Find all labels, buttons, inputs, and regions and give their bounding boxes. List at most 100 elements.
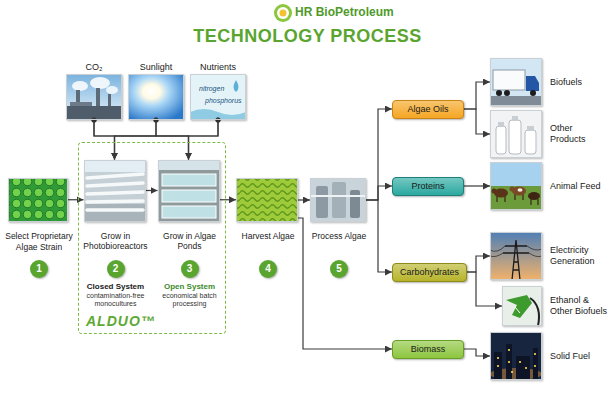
flow-arrow (94, 120, 189, 160)
brand-name: ALDUO™ (86, 313, 156, 329)
nutrient-picture (234, 80, 239, 92)
harvest-picture (236, 178, 298, 222)
company-name: HR BioPetroleum (295, 5, 394, 19)
plant-picture (332, 182, 346, 218)
nutrient-picture (190, 74, 246, 120)
step-caption: Grow in Algae Ponds (156, 231, 224, 252)
cattle-picture (492, 189, 497, 194)
truck-picture (493, 70, 525, 90)
factory-picture (66, 74, 122, 120)
output-tile: Ethanol & Other Biofuels (502, 286, 542, 326)
caption-stack: Select Proprietary Algae Strain1 (2, 231, 76, 278)
step-caption: Harvest Algae (237, 231, 299, 252)
output-tile: Electricity Generation (490, 232, 542, 280)
refinery-night-picture (534, 365, 536, 367)
flow-arrow (115, 120, 219, 160)
truck-picture (530, 90, 536, 96)
power-line-picture (490, 232, 542, 280)
flow-arrow (156, 120, 189, 160)
input-tile: Sunlight (128, 74, 184, 120)
process-step: Process Algae5 (310, 178, 366, 222)
output-name: Biofuels (550, 77, 610, 88)
flow-arrow (366, 186, 392, 200)
factory-picture (72, 81, 88, 91)
photobioreactor-picture (84, 160, 146, 172)
power-line-picture (490, 232, 542, 280)
junction-dot (216, 118, 221, 123)
photobioreactor-picture (84, 160, 146, 222)
refinery-night-picture (497, 365, 499, 367)
fuel-nozzle-picture (506, 295, 532, 318)
system-note: economical batch processing (156, 292, 224, 309)
junction-dot (154, 118, 159, 123)
logo-mark (274, 4, 292, 22)
caption-stack: Process Algae5 (308, 231, 370, 278)
harvest-picture (236, 178, 298, 222)
photobioreactor-picture (84, 160, 146, 222)
flow-arrow (298, 199, 310, 200)
logo-mark (280, 10, 287, 17)
refinery-night-picture (519, 361, 521, 363)
bottles-picture (525, 130, 536, 154)
logo-mark (277, 7, 289, 19)
pond-picture (162, 190, 216, 202)
nutrient-label: nitrogen (199, 85, 224, 92)
cattle-picture (510, 187, 515, 192)
refinery-night-picture (516, 356, 530, 380)
truck-picture (504, 90, 510, 96)
product-pill: Algae Oils (392, 100, 464, 119)
flow-arrow (467, 272, 502, 306)
power-line-picture (490, 246, 542, 257)
flow-arrow (189, 120, 219, 160)
process-step: Grow in Algae Ponds3Open Systemeconomica… (158, 160, 220, 222)
cattle-picture (490, 186, 542, 210)
output-name: Electricity Generation (550, 245, 610, 267)
flow-arrow (467, 256, 490, 272)
output-name: Animal Feed (550, 181, 610, 192)
power-line-picture (503, 240, 529, 280)
refinery-night-picture (497, 357, 499, 359)
refinery-night-picture (490, 332, 542, 380)
flow-arrow (298, 218, 392, 349)
flow-arrow (115, 120, 157, 160)
refinery-night-picture (525, 367, 527, 369)
callout-number: 4 (259, 260, 277, 278)
callout-number: 3 (181, 260, 199, 278)
pond-picture (158, 160, 220, 222)
plant-picture (310, 178, 366, 222)
algae-cells-picture (8, 178, 68, 222)
refinery-night-picture (494, 352, 502, 380)
algae-cells-picture (8, 178, 68, 222)
sun-picture (128, 74, 184, 120)
bottles-picture (512, 116, 518, 121)
pond-picture (158, 160, 220, 222)
product-pill: Carbohydrates (392, 263, 467, 282)
pond-picture (158, 160, 220, 170)
cattle-picture (490, 162, 542, 210)
product-name: Proteins (400, 181, 456, 192)
step-caption: Process Algae (308, 231, 370, 252)
photobioreactor-picture (87, 174, 143, 210)
input-tile: CO₂ (66, 74, 122, 120)
callout-number: 1 (30, 260, 48, 278)
cattle-picture (528, 192, 540, 200)
caption-stack: Grow in Photobioreactors2Closed Systemco… (80, 231, 152, 309)
plant-picture (316, 186, 328, 218)
system-group: Grow in Photobioreactors2Closed Systemco… (78, 142, 226, 334)
flow-arrow (366, 109, 392, 200)
refinery-night-picture (511, 371, 513, 373)
bottles-picture (498, 122, 504, 127)
photobioreactor-picture (84, 204, 146, 222)
plant-picture (310, 195, 366, 197)
callout-number: 2 (107, 260, 125, 278)
flow-arrow (464, 82, 490, 109)
truck-picture (526, 76, 539, 91)
flow-arrow (220, 199, 237, 200)
plant-picture (310, 178, 366, 222)
flow-arrow (68, 199, 84, 200)
bottles-picture (509, 120, 521, 154)
fuel-nozzle-picture (502, 286, 542, 326)
flow-arrow (464, 109, 490, 134)
output-tile: Biofuels (490, 58, 542, 106)
